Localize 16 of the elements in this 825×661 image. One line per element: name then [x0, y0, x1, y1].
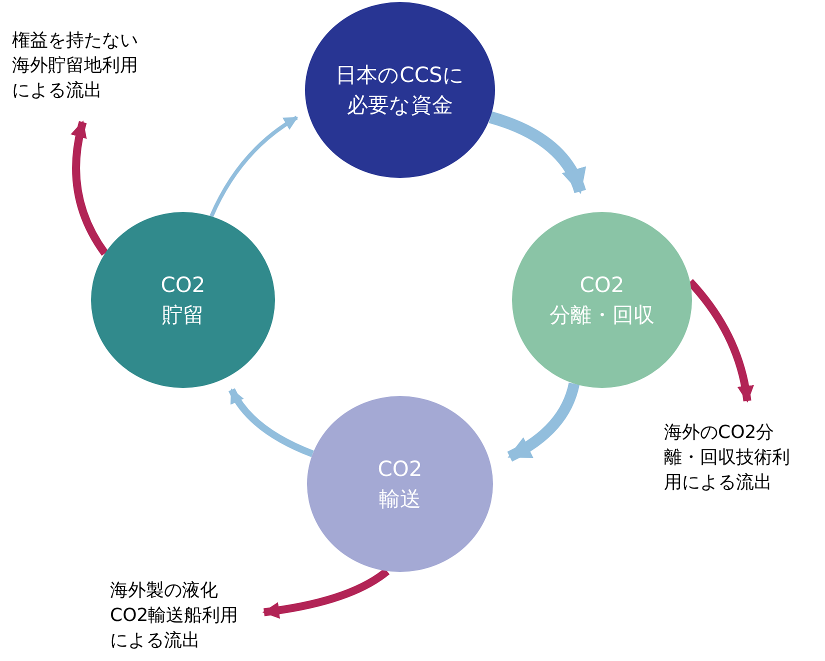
arrow [262, 568, 390, 619]
arrow [210, 116, 298, 218]
stage-label: CO2 [378, 456, 422, 483]
outflow-note: 権益を持たない海外貯留地利用による流出 [12, 28, 152, 104]
outflow-note: 海外製の液化CO2輸送船利用による流出 [110, 578, 245, 654]
arrow [71, 120, 108, 256]
stage-label: CO2 [160, 272, 206, 299]
stage-label: CO2 [580, 272, 624, 299]
stage-label: 日本のCCSに必要な資金 [334, 62, 466, 119]
stage-label: 分離・回収 [550, 302, 654, 329]
arrow [228, 388, 314, 458]
arrow [488, 111, 586, 194]
stage-label: 輸送 [379, 486, 421, 513]
stage-label: 貯留 [162, 302, 204, 329]
arrow [507, 382, 580, 462]
outflow-note: 海外のCO2分離・回収技術利用による流出 [664, 420, 799, 496]
